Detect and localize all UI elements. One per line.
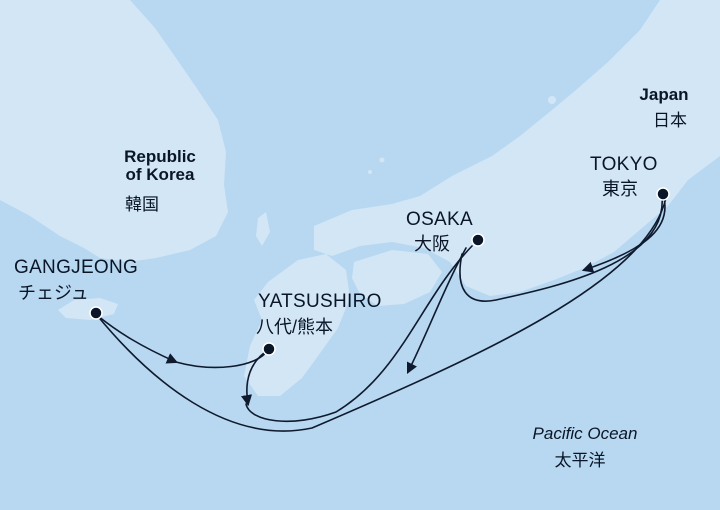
port-name-osaka[interactable]: OSAKA xyxy=(406,209,473,230)
small-island xyxy=(379,157,385,163)
ocean-name-ja: 太平洋 xyxy=(554,451,606,470)
port-name-ja-yatsushiro: 八代/熊本 xyxy=(256,317,334,337)
jeju-island xyxy=(58,298,118,320)
port-name-ja-gangjeong: チェジュ xyxy=(18,283,89,303)
port-marker-tokyo[interactable] xyxy=(656,187,670,201)
port-name-yatsushiro[interactable]: YATSUSHIRO xyxy=(258,291,382,312)
port-name-gangjeong[interactable]: GANGJEONG xyxy=(14,257,139,278)
port-marker-yatsushiro[interactable] xyxy=(262,342,276,356)
route-yatsushiro-south xyxy=(241,349,269,407)
port-name-tokyo[interactable]: TOKYO xyxy=(590,154,658,175)
route-osaka-yatsushiro xyxy=(245,245,473,423)
korea-name-ja: 韓国 xyxy=(125,195,159,214)
port-marker-gangjeong[interactable] xyxy=(89,306,103,320)
ocean-name: Pacific Ocean xyxy=(532,424,638,443)
korean-peninsula xyxy=(0,0,228,262)
route-gangjeong-yatsushiro xyxy=(97,315,179,364)
route-gangjeong-yatsushiro-2 xyxy=(175,349,269,369)
japan-name: Japan xyxy=(639,85,689,104)
route-tokyo-arrival xyxy=(581,197,666,273)
korea-label: Republic of Korea xyxy=(124,148,196,184)
tsushima-island xyxy=(256,212,270,246)
route-osaka-arrival xyxy=(406,247,467,375)
port-name-ja-osaka: 大阪 xyxy=(414,234,450,254)
small-island xyxy=(368,170,372,174)
small-island xyxy=(548,96,556,104)
japan-name-ja: 日本 xyxy=(653,111,687,130)
korea-name-line1: Republic xyxy=(124,147,196,166)
route-tokyo-gangjeong xyxy=(95,197,667,432)
korea-name-line2: of Korea xyxy=(125,164,195,184)
small-island xyxy=(557,237,563,243)
port-marker-osaka[interactable] xyxy=(471,233,485,247)
route-tokyo-osaka xyxy=(459,195,663,302)
port-name-ja-tokyo: 東京 xyxy=(602,179,638,199)
honshu-island xyxy=(314,0,720,296)
kyushu-island xyxy=(244,254,350,396)
shikoku-island xyxy=(352,250,442,306)
